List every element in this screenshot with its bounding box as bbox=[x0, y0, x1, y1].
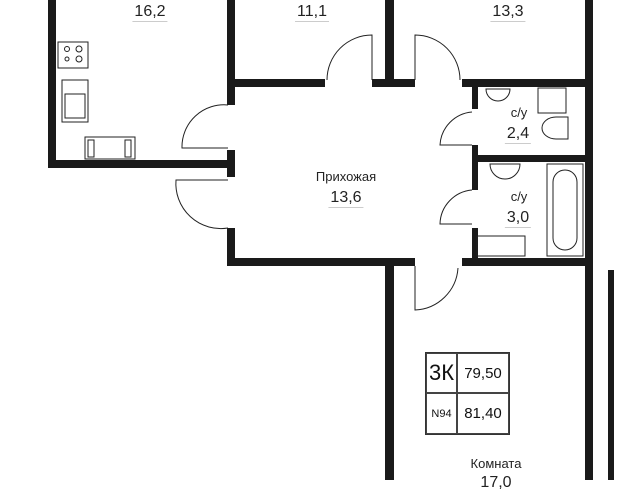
bathroom-1-name: с/у bbox=[510, 105, 528, 120]
room-right-area: 13,3 bbox=[490, 3, 526, 22]
bathroom-2-name: с/у bbox=[510, 189, 528, 204]
door-bathroom-2 bbox=[439, 189, 473, 225]
floor-plan bbox=[48, 0, 614, 480]
room-bottom-name: Комната bbox=[470, 456, 522, 471]
door-kitchen bbox=[181, 104, 229, 149]
washbasin-icon-2 bbox=[489, 163, 521, 180]
bathroom-2-area: 3,0 bbox=[504, 209, 532, 228]
bathroom-1-area: 2,4 bbox=[504, 125, 532, 144]
toilet-icon bbox=[541, 116, 569, 140]
washbasin-icon-1 bbox=[485, 88, 511, 102]
radiator-icon bbox=[84, 136, 136, 160]
radiator-icon-2 bbox=[476, 235, 526, 257]
walls bbox=[48, 0, 614, 480]
door-entrance bbox=[175, 179, 229, 230]
kitchen-area: 16,2 bbox=[132, 3, 168, 22]
hallway-area: 13,6 bbox=[328, 189, 364, 208]
hallway-name: Прихожая bbox=[315, 169, 377, 184]
living-area: 79,50 bbox=[457, 353, 509, 393]
door-room-bottom bbox=[414, 266, 459, 311]
apartment-info-table: 3К 79,50 N94 81,40 bbox=[425, 352, 510, 435]
apartment-number: N94 bbox=[426, 393, 457, 434]
stove-icon bbox=[57, 41, 89, 69]
room-bottom-area: 17,0 bbox=[480, 474, 512, 491]
door-room-middle bbox=[326, 34, 373, 81]
door-bathroom-1 bbox=[439, 111, 473, 146]
room-middle-area: 11,1 bbox=[295, 3, 329, 22]
apartment-type: 3К bbox=[426, 353, 457, 393]
sink-icon bbox=[61, 79, 89, 123]
bathtub-icon bbox=[546, 163, 584, 257]
total-area: 81,40 bbox=[457, 393, 509, 434]
door-room-right bbox=[414, 34, 461, 81]
cistern-icon bbox=[537, 87, 567, 114]
